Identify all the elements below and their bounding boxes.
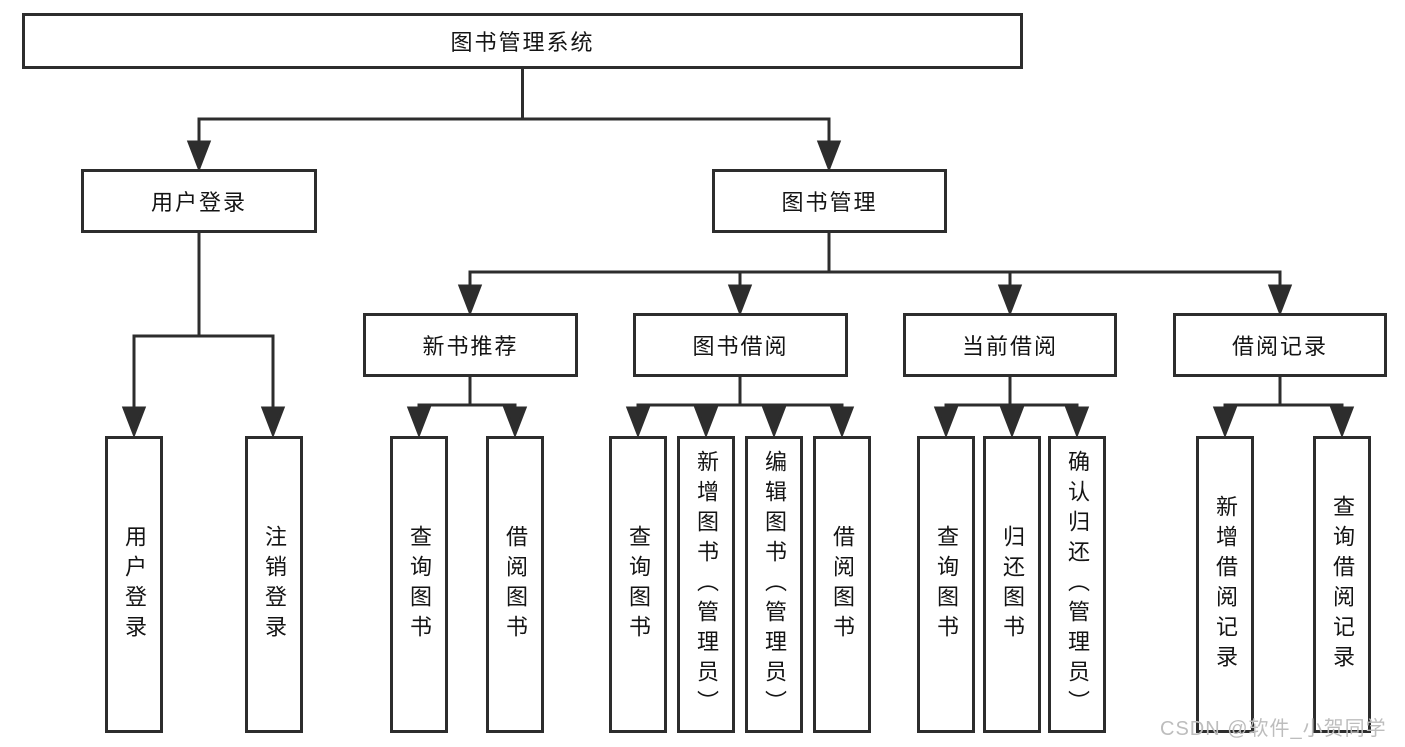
node-label: 图书管理系统 <box>450 30 595 55</box>
node-label: 新书推荐 <box>422 334 519 359</box>
leaf-query-books: 查询图书 <box>390 436 448 733</box>
leaf-label: 查询图书 <box>934 524 959 645</box>
leaf-borrow-books: 借阅图书 <box>486 436 544 733</box>
leaf-confirm-return-admin: 确认归还（管理员） <box>1048 436 1106 733</box>
leaf-query-books: 查询图书 <box>917 436 975 733</box>
leaf-label: 编辑图书（管理员） <box>762 449 787 720</box>
leaf-return-books: 归还图书 <box>983 436 1041 733</box>
node-book-borrowing: 图书借阅 <box>633 313 848 377</box>
leaf-label: 查询图书 <box>626 524 651 645</box>
node-user-login: 用户登录 <box>81 169 317 233</box>
leaf-label: 归还图书 <box>1000 524 1025 645</box>
leaf-add-borrow-record: 新增借阅记录 <box>1196 436 1254 733</box>
leaf-query-books: 查询图书 <box>609 436 667 733</box>
leaf-label: 查询图书 <box>407 524 432 645</box>
node-book-management: 图书管理 <box>712 169 947 233</box>
leaf-label: 新增图书（管理员） <box>694 449 719 720</box>
node-label: 图书管理 <box>781 190 878 215</box>
node-label: 图书借阅 <box>692 334 789 359</box>
leaf-add-books-admin: 新增图书（管理员） <box>677 436 735 733</box>
connector-group <box>121 69 1355 439</box>
node-current-borrowing: 当前借阅 <box>903 313 1117 377</box>
leaf-label: 确认归还（管理员） <box>1065 449 1090 720</box>
leaf-user-login: 用户登录 <box>105 436 163 733</box>
node-new-book-recommendation: 新书推荐 <box>363 313 578 377</box>
leaf-label: 新增借阅记录 <box>1213 494 1238 675</box>
leaf-query-borrow-record: 查询借阅记录 <box>1313 436 1371 733</box>
leaf-edit-books-admin: 编辑图书（管理员） <box>745 436 803 733</box>
leaf-borrow-books: 借阅图书 <box>813 436 871 733</box>
leaf-label: 注销登录 <box>262 524 287 645</box>
watermark: CSDN @软件_小贺同学 <box>1160 718 1387 740</box>
node-library-management-system: 图书管理系统 <box>22 13 1023 69</box>
node-label: 借阅记录 <box>1231 334 1328 359</box>
node-label: 当前借阅 <box>961 334 1058 359</box>
leaf-label: 借阅图书 <box>503 524 528 645</box>
leaf-label: 用户登录 <box>122 524 147 645</box>
node-borrowing-records: 借阅记录 <box>1173 313 1387 377</box>
leaf-label: 查询借阅记录 <box>1330 494 1355 675</box>
node-label: 用户登录 <box>150 190 247 215</box>
leaf-logout: 注销登录 <box>245 436 303 733</box>
leaf-label: 借阅图书 <box>830 524 855 645</box>
